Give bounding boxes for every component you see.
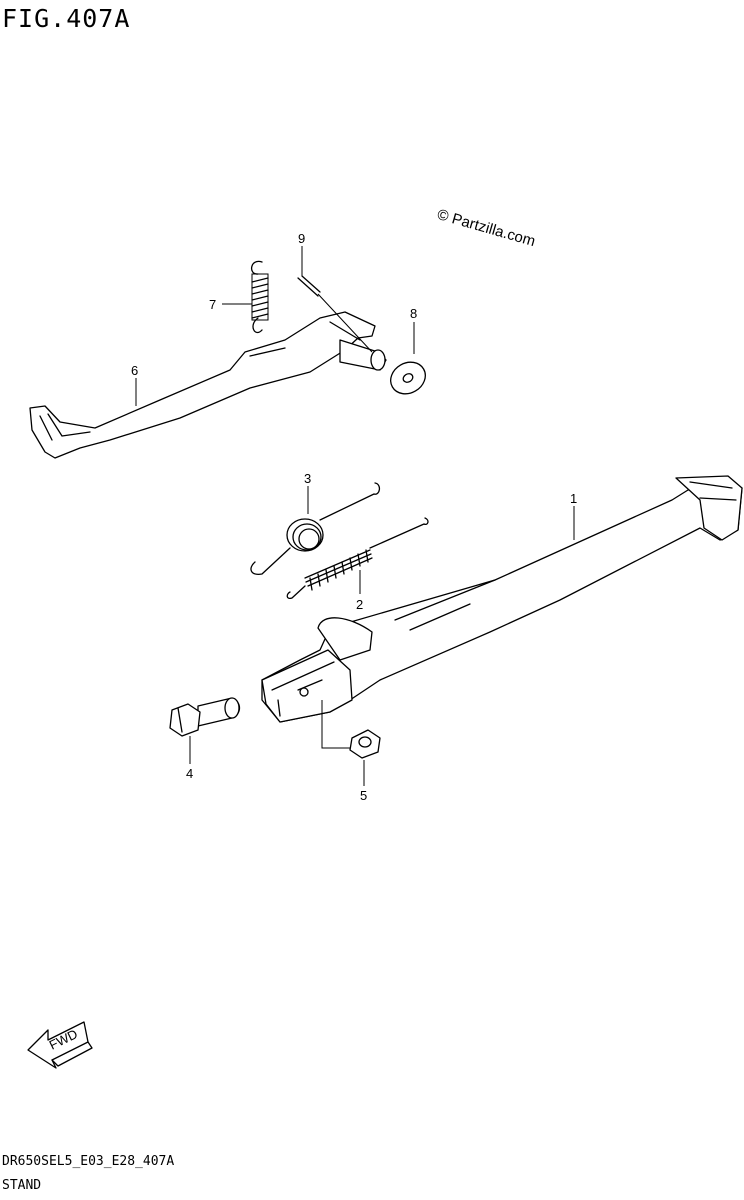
part-1-sidestand[interactable] [261,475,743,723]
part-7-spring[interactable] [251,260,269,334]
footer-name: STAND [2,1178,42,1193]
leader-lines [135,246,575,786]
footer-code: DR650SEL5_E03_E28_407A [2,1154,175,1169]
fwd-arrow: FWD [27,1021,93,1069]
callout-1: 1 [570,491,577,506]
callout-2: 2 [356,597,363,612]
part-2-spring[interactable] [286,517,429,600]
part-8-washer[interactable] [385,356,431,400]
part-4-bolt[interactable] [169,697,241,737]
callout-5: 5 [360,788,367,803]
part-6-bracket[interactable] [29,311,387,459]
callout-7: 7 [209,297,216,312]
callout-4: 4 [186,766,193,781]
figure-title: FIG.407A [2,4,131,33]
part-5-nut[interactable] [321,700,381,759]
callout-6: 6 [131,363,138,378]
callout-8: 8 [410,306,417,321]
callout-9: 9 [298,231,305,246]
part-9-pin[interactable] [297,275,373,353]
part-3-spring[interactable] [250,482,381,575]
callout-3: 3 [304,471,311,486]
